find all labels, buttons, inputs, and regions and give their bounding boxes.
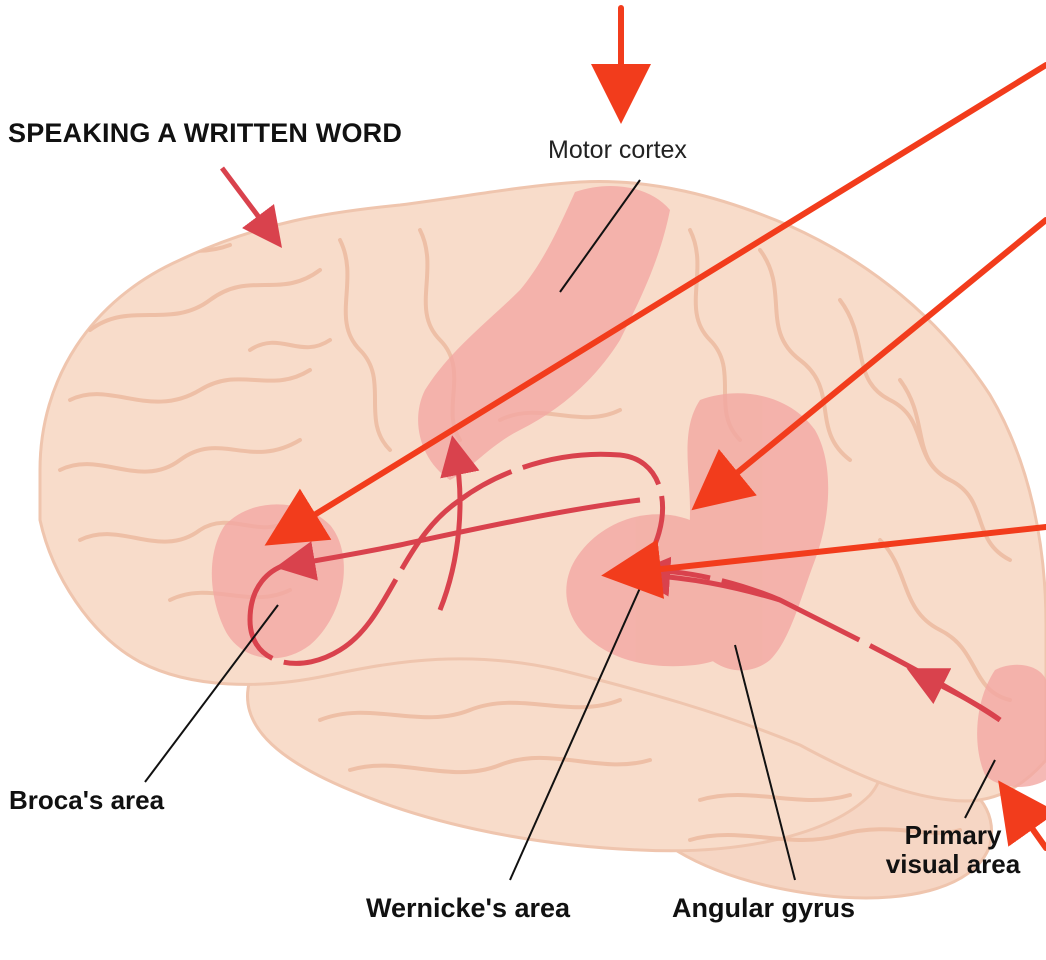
label-primary-visual-line2: visual area bbox=[853, 850, 1046, 879]
label-angular-gyrus: Angular gyrus bbox=[672, 893, 855, 923]
diagram-title: SPEAKING A WRITTEN WORD bbox=[8, 118, 402, 148]
brain-illustration bbox=[40, 168, 1046, 898]
label-motor-cortex: Motor cortex bbox=[548, 136, 687, 164]
label-wernickes-area: Wernicke's area bbox=[366, 893, 570, 923]
label-brocas-area: Broca's area bbox=[9, 786, 164, 815]
title-pointer-arrow bbox=[222, 168, 273, 236]
label-primary-visual-line1: Primary bbox=[853, 821, 1046, 850]
label-primary-visual-area: Primary visual area bbox=[853, 821, 1046, 879]
